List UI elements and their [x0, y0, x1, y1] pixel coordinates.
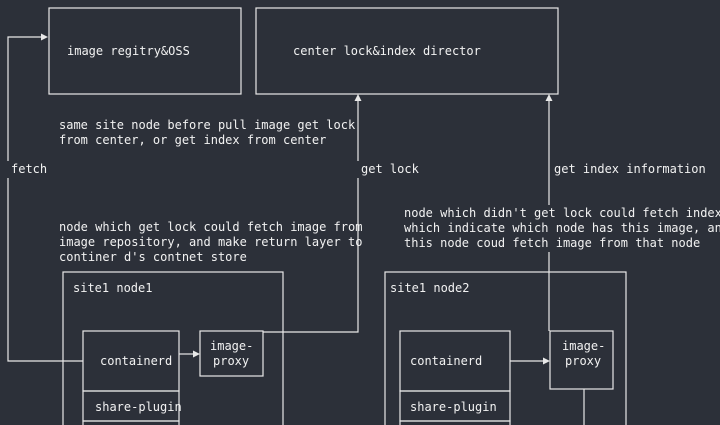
get-lock-label-bg	[356, 161, 422, 178]
node2-image-proxy-label-1: image-	[562, 339, 605, 353]
node1-containerd-label: containerd	[100, 354, 172, 368]
fetch-label-bg	[4, 161, 48, 178]
lock-index-director-box	[255, 7, 559, 95]
note-node1-line-3: continer d's contnet store	[59, 250, 247, 264]
fetch-arrowhead	[41, 33, 48, 41]
site1-node2-label: site1 node2	[390, 281, 469, 295]
node2-share-plugin-label: share-plugin	[410, 400, 497, 414]
note-node2-line-2: which indicate which node has this image…	[404, 221, 720, 235]
note-top-line-1: same site node before pull image get loc…	[59, 118, 356, 132]
note-node1-line-2: image repository, and make return layer …	[59, 235, 362, 249]
get-lock-label: get lock	[361, 162, 420, 176]
lock-index-director-label: center lock&index director	[293, 44, 481, 58]
fetch-arrow	[7, 36, 83, 362]
note-node2-line-1: node which didn't get lock could fetch i…	[404, 206, 720, 220]
site1-node1-label: site1 node1	[73, 281, 152, 295]
note-top-line-2: from center, or get index from center	[59, 133, 326, 147]
node2-containerd-label: containerd	[410, 354, 482, 368]
node1-image-proxy-label-2: proxy	[213, 354, 249, 368]
note-node2-bg	[403, 205, 715, 252]
node2-containerd-to-proxy-arrowhead	[543, 357, 550, 365]
note-node1-line-1: node which get lock could fetch image fr…	[59, 220, 362, 234]
node2-image-proxy-box	[549, 330, 614, 390]
get-index-label: get index information	[554, 162, 706, 176]
site1-node1-box	[62, 271, 284, 425]
site1-node2-box	[384, 271, 627, 425]
node1-share-plugin-label: share-plugin	[95, 400, 182, 414]
node1-image-proxy-box	[199, 330, 264, 377]
node2-image-proxy-label-2: proxy	[565, 354, 601, 368]
get-index-arrowhead	[545, 94, 553, 101]
get-lock-arrowhead	[354, 94, 362, 101]
note-node2-line-3: this node coud fetch image from that nod…	[404, 236, 700, 250]
image-registry-box	[48, 7, 242, 95]
fetch-label: fetch	[11, 162, 47, 176]
image-registry-label: image regitry&OSS	[67, 44, 190, 58]
node1-lower-box	[82, 420, 180, 425]
node2-lower-box	[399, 420, 511, 425]
node1-image-proxy-label-1: image-	[210, 339, 253, 353]
node1-containerd-to-proxy-arrowhead	[193, 350, 200, 358]
get-index-label-bg	[550, 161, 706, 178]
